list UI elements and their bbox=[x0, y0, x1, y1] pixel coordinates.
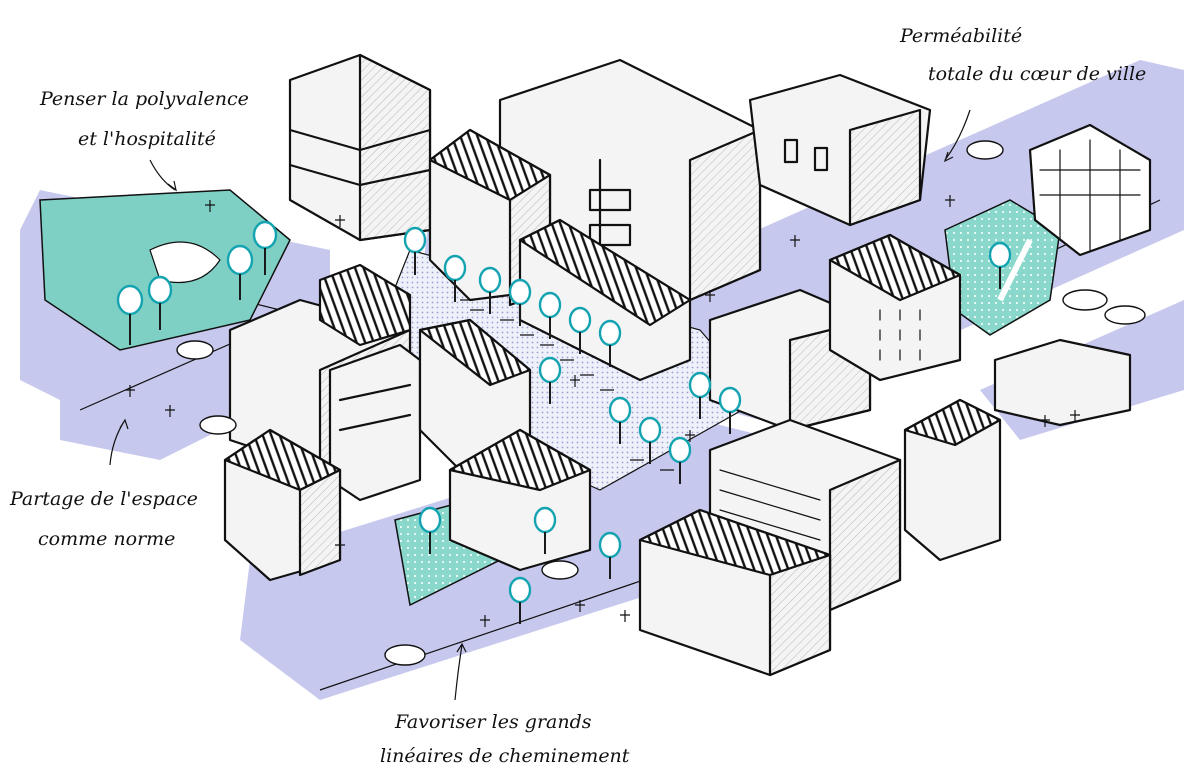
vehicles bbox=[176, 140, 1146, 666]
vehicle bbox=[1062, 289, 1108, 311]
plaza-benches bbox=[460, 299, 674, 471]
annotation-partage-line2: comme norme bbox=[38, 528, 175, 550]
building-southwest-house bbox=[223, 428, 342, 582]
vehicle bbox=[384, 644, 426, 666]
building-south-long bbox=[638, 508, 832, 677]
vehicle bbox=[541, 560, 579, 580]
annotation-permeabilite-line2: totale du cœur de ville bbox=[928, 63, 1146, 85]
annotation-partage-line1: Partage de l'espace bbox=[9, 488, 198, 510]
annotation-permeabilite-line1: Perméabilité bbox=[899, 25, 1022, 47]
vehicle bbox=[199, 415, 237, 435]
vehicle bbox=[966, 140, 1004, 160]
building-far-southeast bbox=[903, 398, 1002, 562]
tree bbox=[533, 506, 557, 554]
tree bbox=[226, 244, 254, 300]
annotations: Penser la polyvalence et l'hospitalité P… bbox=[9, 25, 1146, 767]
tree bbox=[718, 386, 742, 434]
tree bbox=[608, 396, 632, 444]
tree bbox=[418, 506, 442, 554]
tree bbox=[508, 278, 532, 326]
tree bbox=[988, 241, 1012, 289]
annotation-polyvalence-line2: et l'hospitalité bbox=[78, 128, 216, 150]
tree bbox=[443, 254, 467, 302]
vehicle bbox=[176, 340, 214, 360]
arrow-favoriser bbox=[454, 642, 467, 701]
building-rounded-east bbox=[993, 338, 1132, 427]
tree bbox=[478, 266, 502, 314]
arrow-permeabilite bbox=[943, 109, 971, 163]
street-trees bbox=[116, 220, 1012, 624]
tree bbox=[508, 576, 532, 624]
buildings bbox=[223, 53, 1152, 677]
tree bbox=[598, 319, 622, 367]
building-tower-center-left bbox=[328, 343, 422, 502]
arrow-polyvalence bbox=[149, 159, 177, 192]
pedestrians bbox=[125, 195, 1080, 627]
tree bbox=[538, 356, 562, 404]
tree bbox=[668, 436, 692, 484]
tree bbox=[598, 531, 622, 579]
building-south-gabled bbox=[448, 428, 592, 572]
tree bbox=[252, 220, 278, 275]
tree bbox=[403, 226, 427, 275]
tree bbox=[568, 306, 592, 354]
vehicle bbox=[1104, 305, 1146, 325]
tree bbox=[638, 416, 662, 464]
building-tall-northwest bbox=[288, 53, 432, 242]
tree bbox=[538, 291, 562, 339]
annotation-arrows bbox=[109, 109, 971, 701]
annotation-polyvalence-line1: Penser la polyvalence bbox=[39, 88, 249, 110]
tree bbox=[147, 275, 173, 330]
building-northeast bbox=[748, 73, 932, 227]
annotation-favoriser-line2: linéaires de cheminement bbox=[380, 745, 630, 767]
arrow-partage bbox=[109, 418, 129, 466]
tree bbox=[688, 371, 712, 419]
tree bbox=[116, 284, 144, 345]
building-facade-windows bbox=[828, 233, 962, 382]
building-gabled-center bbox=[418, 318, 532, 472]
annotation-favoriser-line1: Favoriser les grands bbox=[394, 711, 592, 733]
building-glass-east bbox=[1028, 123, 1152, 257]
